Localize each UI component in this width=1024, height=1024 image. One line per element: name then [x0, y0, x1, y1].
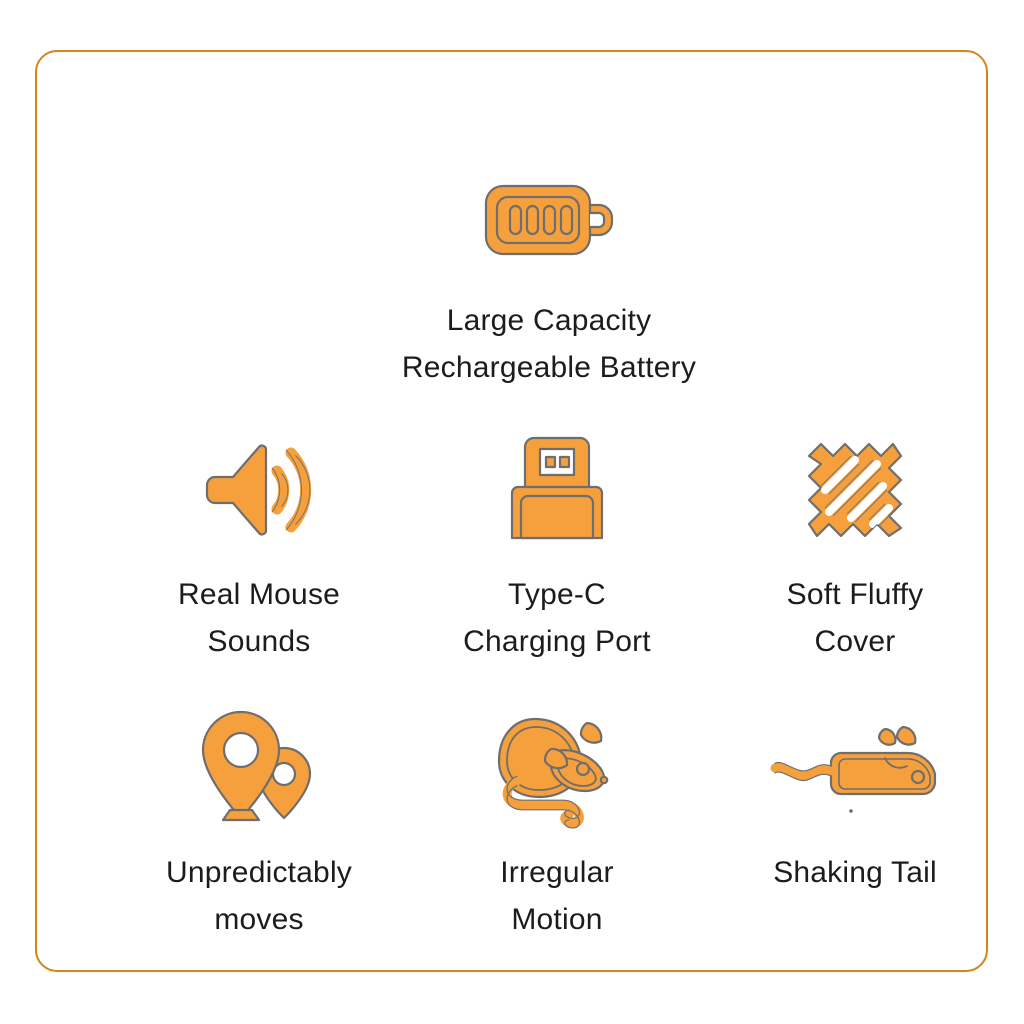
mouse-standing-icon	[489, 702, 625, 832]
speaker-sound-icon	[199, 430, 319, 550]
mouse-tail-icon	[767, 702, 943, 832]
poster-frame: Large Capacity Rechargeable Battery	[35, 50, 988, 972]
feature-fluffy: Soft Fluffy Cover	[705, 430, 1005, 665]
feature-usb: Type-C Charging Port	[407, 430, 707, 665]
feature-shaking-tail: Shaking Tail	[705, 702, 1005, 897]
map-pin-icon	[197, 702, 321, 832]
feature-irregular-label: Irregular Motion	[500, 856, 614, 936]
fabric-swatch-icon	[799, 430, 911, 550]
usb-type-c-icon	[504, 430, 610, 550]
feature-irregular: Irregular Motion	[407, 702, 707, 943]
feature-sound-label: Real Mouse Sounds	[177, 578, 341, 658]
feature-shaking-tail-label: Shaking Tail	[773, 856, 937, 889]
feature-sound: Real Mouse Sounds	[109, 430, 409, 665]
battery-icon	[483, 170, 615, 270]
feature-unpredictable-label: Unpredictably moves	[165, 856, 353, 936]
feature-battery: Large Capacity Rechargeable Battery	[299, 170, 799, 391]
feature-fluffy-label: Soft Fluffy Cover	[786, 578, 924, 658]
feature-usb-label: Type-C Charging Port	[463, 578, 651, 658]
feature-battery-label: Large Capacity Rechargeable Battery	[401, 304, 697, 384]
feature-unpredictable: Unpredictably moves	[109, 702, 409, 943]
